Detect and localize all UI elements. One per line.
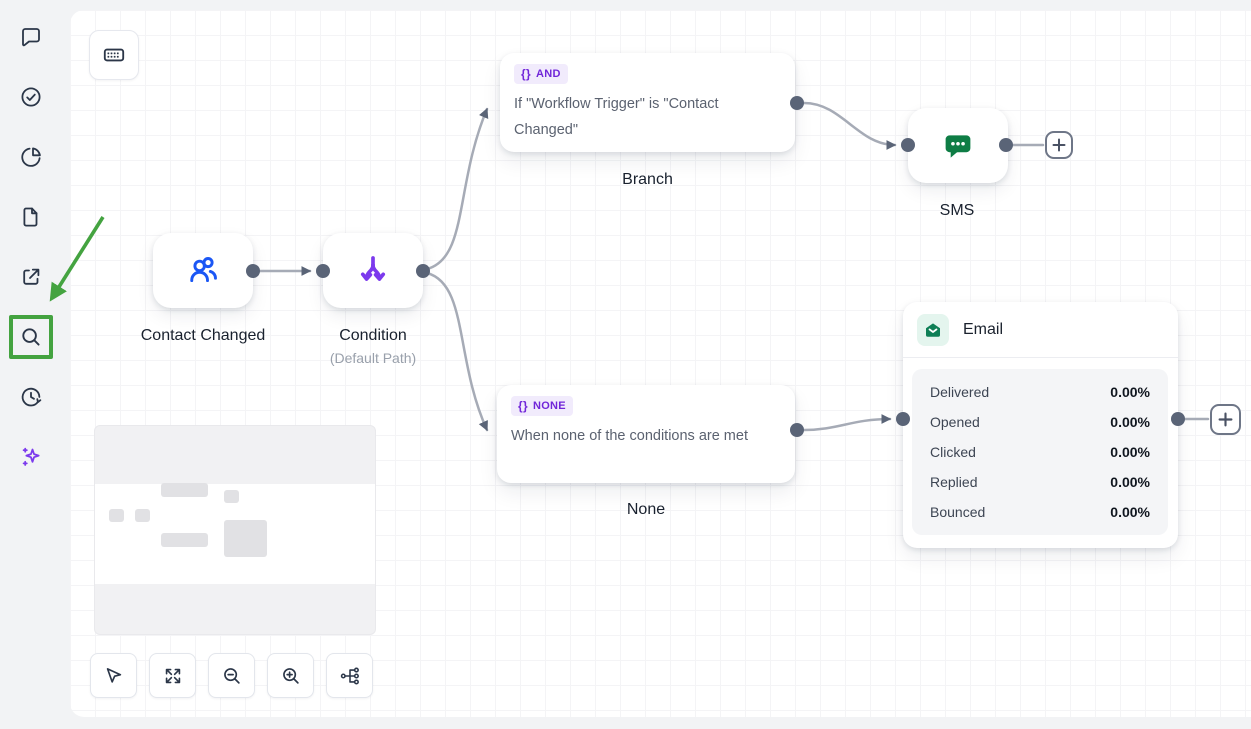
branch-split-icon [360,255,386,281]
plus-icon [1052,138,1066,152]
sms-action-node[interactable] [908,108,1008,183]
condition-node[interactable] [323,233,423,308]
none-condition-card[interactable]: {}NONE When none of the conditions are m… [497,385,795,483]
sidebar-item-search[interactable] [9,315,53,359]
trigger-node-contact-changed[interactable] [153,233,253,308]
add-step-after-sms-button[interactable] [1045,131,1073,159]
zoom-in-button[interactable] [267,653,314,698]
cursor-icon [106,667,121,683]
keyboard-icon [103,48,125,62]
auto-layout-button[interactable] [326,653,373,698]
sms-chat-icon [945,134,971,158]
keyboard-shortcuts-button[interactable] [89,30,139,80]
sidebar-item-documents[interactable] [9,195,53,239]
branch-condition-card[interactable]: {}AND If "Workflow Trigger" is "Contact … [500,53,795,152]
email-card-header: Email [903,302,1178,358]
zoom-out-button[interactable] [208,653,255,698]
sidebar-item-ai-assistant[interactable] [9,435,53,479]
none-condition-text: When none of the conditions are met [511,428,748,444]
zoom-out-icon [223,667,240,684]
email-icon-badge [917,313,949,346]
and-badge: {}AND [514,64,568,84]
select-tool-button[interactable] [90,653,137,698]
branch-condition-text: If "Workflow Trigger" is "Contact Change… [514,96,719,138]
sidebar-item-history[interactable] [9,375,53,419]
workflow-canvas[interactable]: Contact Changed Condition (Default Path)… [70,10,1251,717]
sms-node-label: SMS [939,202,975,219]
plus-icon [1218,412,1233,427]
sidebar-item-chat[interactable] [9,15,53,59]
sidebar-item-reporting[interactable] [9,135,53,179]
fit-view-button[interactable] [149,653,196,698]
chat-icon [22,28,40,47]
trigger-node-label: Contact Changed [140,327,266,344]
condition-node-label: Condition [339,327,407,344]
minimap-trigger-node [109,509,124,522]
condition-node-sublabel: (Default Path) [329,350,417,366]
contacts-icon [190,256,217,282]
minimap-sms-node [224,490,239,503]
braces-icon: {} [521,67,531,81]
email-card-title: Email [963,320,1004,338]
none-card-label: None [626,501,666,518]
zoom-in-icon [282,667,299,684]
document-icon [23,207,38,227]
sparkles-icon [22,447,40,466]
add-step-after-email-button[interactable] [1210,404,1241,435]
hierarchy-icon [340,667,359,684]
external-link-icon [23,268,40,285]
email-envelope-icon [926,322,940,337]
pie-chart-icon [21,147,41,167]
search-icon [22,328,40,346]
braces-icon: {} [518,399,528,413]
sidebar-item-tasks[interactable] [9,75,53,119]
workflow-minimap[interactable] [94,425,376,635]
check-circle-icon [21,87,41,107]
minimap-email-card [224,520,267,557]
none-badge: {}NONE [511,396,573,416]
branch-card-label: Branch [622,171,673,188]
left-sidebar [0,0,70,729]
canvas-toolbar [90,653,373,698]
clock-history-icon [21,387,42,407]
minimap-branch-card [161,483,208,497]
minimap-condition-node [135,509,150,522]
expand-icon [165,668,180,683]
minimap-none-card [161,533,208,547]
sidebar-item-open-external[interactable] [9,255,53,299]
